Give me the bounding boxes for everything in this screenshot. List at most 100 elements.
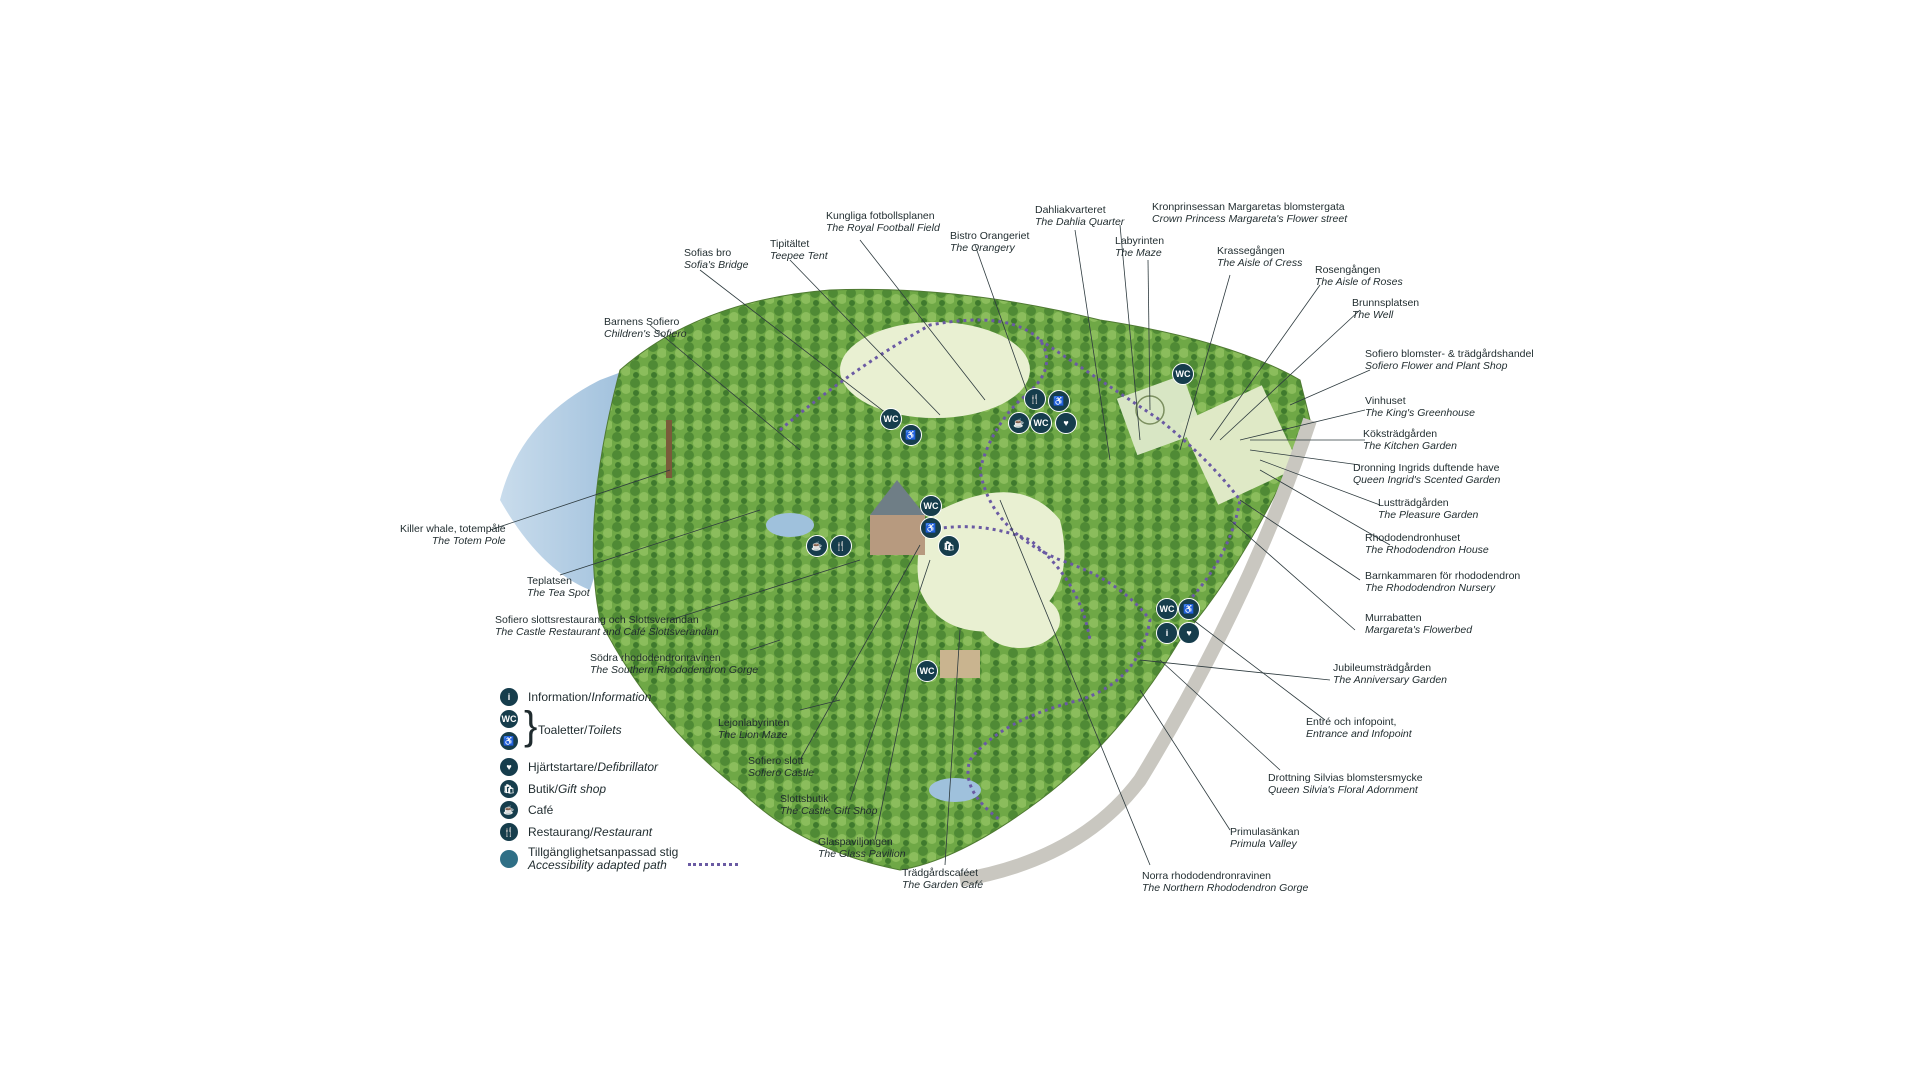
label-floral-adornment: Drottning Silvias blomstersmycke Queen S… xyxy=(1268,772,1423,796)
label-sv: Sofias bro xyxy=(684,247,732,259)
label-en: The Pleasure Garden xyxy=(1378,509,1479,521)
label-sv: Jubileumsträdgården xyxy=(1333,662,1432,674)
label-sofias-bridge: Sofias bro Sofia's Bridge xyxy=(684,247,748,271)
label-sv: Murrabatten xyxy=(1365,612,1422,624)
label-lion-maze: Lejonlabyrinten The Lion Maze xyxy=(718,717,789,741)
info-icon: i xyxy=(1156,622,1178,644)
legend-en: Toilets xyxy=(587,723,622,737)
pond xyxy=(766,513,814,537)
label-sv: Lustträdgården xyxy=(1378,497,1449,509)
legend-text: Café xyxy=(528,803,554,817)
football-field-lawn xyxy=(840,322,1030,418)
legend-en: Information xyxy=(591,690,652,704)
label-sv: Glaspaviljongen xyxy=(818,836,893,848)
label-entrance: Entré och infopoint, Entrance and Infopo… xyxy=(1306,716,1412,740)
label-en: Entrance and Infopoint xyxy=(1306,728,1412,740)
label-en: The Kitchen Garden xyxy=(1363,440,1457,452)
label-sv: Rosengången xyxy=(1315,264,1381,276)
label-sv: Trädgårdscaféet xyxy=(902,867,979,879)
restaurant-icon: 🍴 xyxy=(1024,388,1046,410)
restaurant-icon: 🍴 xyxy=(830,535,852,557)
accessible-icon: ♿ xyxy=(1178,598,1200,620)
label-en: The Totem Pole xyxy=(431,535,506,547)
legend-text: Butik/Gift shop xyxy=(528,782,606,796)
label-en: The Aisle of Roses xyxy=(1315,276,1403,288)
legend-en: Accessibility adapted path xyxy=(528,858,667,872)
label-anniversary-garden: Jubileumsträdgården The Anniversary Gard… xyxy=(1333,662,1447,686)
label-maze: Labyrinten The Maze xyxy=(1115,235,1164,259)
label-sv: Rhododendronhuset xyxy=(1365,532,1461,544)
label-royal-football-field: Kungliga fotbollsplanen The Royal Footba… xyxy=(826,210,940,234)
label-en: Sofia's Bridge xyxy=(684,259,749,271)
legend-text: Toaletter/Toilets xyxy=(538,723,622,737)
legend-restaurant: 🍴 Restaurang/Restaurant xyxy=(500,821,652,843)
label-castle-restaurant: Sofiero slottsrestaurang och Slottsveran… xyxy=(495,614,719,638)
label-northern-gorge: Norra rhododendronravinen The Northern R… xyxy=(1142,870,1308,894)
label-sv: Entré och infopoint, xyxy=(1306,716,1397,728)
label-rhododendron-house: Rhododendronhuset The Rhododendron House xyxy=(1365,532,1489,556)
label-sv: Slottsbutik xyxy=(780,793,829,805)
label-sv: Kungliga fotbollsplanen xyxy=(826,210,935,222)
label-garden-cafe: Trädgårdscaféet The Garden Café xyxy=(902,867,983,891)
wc-icon: WC xyxy=(1172,363,1194,385)
label-en: The Royal Football Field xyxy=(826,222,940,234)
label-sv: Primulasänkan xyxy=(1230,826,1300,838)
wc-icon: WC xyxy=(880,408,902,430)
legend-text: Hjärtstartare/Defibrillator xyxy=(528,760,658,774)
label-en: The Dahlia Quarter xyxy=(1035,216,1125,228)
label-sv: Dahliakvarteret xyxy=(1035,204,1106,216)
label-en: The Garden Café xyxy=(902,879,984,891)
label-sv: Norra rhododendronravinen xyxy=(1142,870,1271,882)
label-sofiero-castle: Sofiero slott Sofiero Castle xyxy=(748,755,814,779)
legend-en: Defibrillator xyxy=(597,760,659,774)
label-kings-greenhouse: Vinhuset The King's Greenhouse xyxy=(1365,395,1475,419)
label-sv: Sofiero slott xyxy=(748,755,804,767)
label-sv: Labyrinten xyxy=(1115,235,1165,247)
label-sv: Dronning Ingrids duftende have xyxy=(1353,462,1500,474)
label-en: Children's Sofiero xyxy=(604,328,687,340)
accessible-icon: ♿ xyxy=(900,424,922,446)
label-tea-spot: Teplatsen The Tea Spot xyxy=(527,575,590,599)
info-icon: i xyxy=(500,688,518,706)
label-sv: Sofiero blomster- & trädgårdshandel xyxy=(1365,348,1534,360)
label-en: Crown Princess Margareta's Flower street xyxy=(1152,213,1348,225)
glass-pavilion xyxy=(940,650,980,678)
label-en: Queen Ingrid's Scented Garden xyxy=(1353,474,1501,486)
label-en: The Lion Maze xyxy=(718,729,788,741)
label-primula-valley: Primulasänkan Primula Valley xyxy=(1230,826,1299,850)
cafe-icon: ☕ xyxy=(806,535,828,557)
brace-icon: } xyxy=(524,704,538,748)
label-en: The Well xyxy=(1352,309,1394,321)
legend-sv: Butik/ xyxy=(528,782,559,796)
legend-shop: 🛍 Butik/Gift shop xyxy=(500,778,606,800)
pond xyxy=(929,778,981,802)
path-dot-icon xyxy=(500,850,518,868)
legend-wc: WC xyxy=(500,708,518,730)
label-glass-pavilion: Glaspaviljongen The Glass Pavilion xyxy=(818,836,906,860)
cafe-icon: ☕ xyxy=(500,801,518,819)
label-sv: Drottning Silvias blomstersmycke xyxy=(1268,772,1423,784)
label-en: Sofiero Castle xyxy=(748,767,814,779)
legend-en: Restaurant xyxy=(593,825,653,839)
legend-defib: ♥ Hjärtstartare/Defibrillator xyxy=(500,756,658,778)
label-en: The King's Greenhouse xyxy=(1365,407,1475,419)
label-sv: Vinhuset xyxy=(1365,395,1406,407)
defibrillator-icon: ♥ xyxy=(500,758,518,776)
label-flower-street: Kronprinsessan Margaretas blomstergata C… xyxy=(1152,201,1347,225)
restaurant-icon: 🍴 xyxy=(500,823,518,841)
legend-text: Restaurang/Restaurant xyxy=(528,825,652,839)
road xyxy=(958,417,1317,887)
accessible-icon: ♿ xyxy=(500,732,518,750)
label-sv: Köksträdgården xyxy=(1363,428,1438,440)
label-aisle-of-roses: Rosengången The Aisle of Roses xyxy=(1315,264,1403,288)
wc-icon: WC xyxy=(500,710,518,728)
label-pleasure-garden: Lustträdgården The Pleasure Garden xyxy=(1378,497,1478,521)
label-southern-gorge: Södra rhododendronravinen The Southern R… xyxy=(590,652,758,676)
label-en: The Southern Rhododendron Gorge xyxy=(590,664,759,676)
leader-lines xyxy=(489,224,1391,866)
label-sv: Brunnsplatsen xyxy=(1352,297,1420,309)
label-en: The Glass Pavilion xyxy=(818,848,906,860)
label-en: The Castle Gift Shop xyxy=(780,805,878,817)
totem-pole xyxy=(666,420,672,478)
